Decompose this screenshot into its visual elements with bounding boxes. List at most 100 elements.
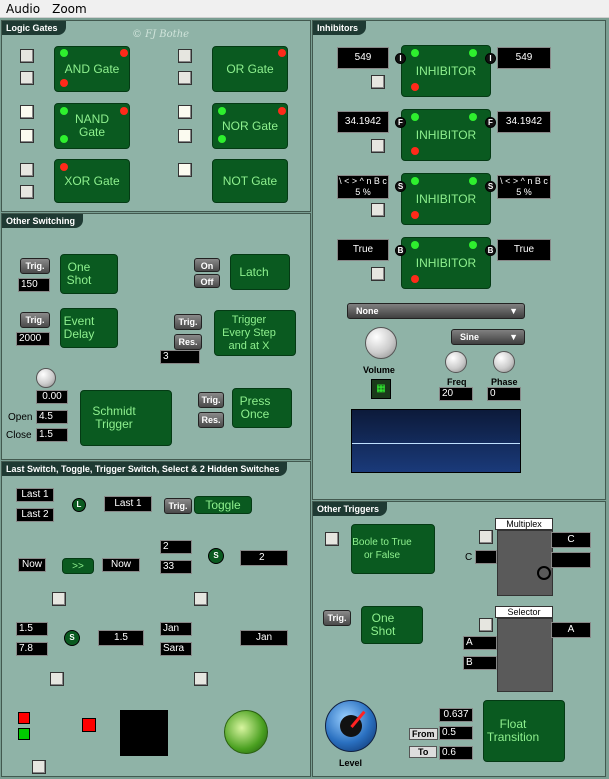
input-toggle[interactable] (20, 105, 34, 119)
freq-value[interactable]: 20 (439, 387, 473, 401)
press-once-block[interactable]: Press Once (232, 388, 292, 428)
menu-zoom[interactable]: Zoom (52, 1, 87, 16)
multiplex-input[interactable] (475, 550, 497, 564)
last-input-1[interactable]: Last 1 (16, 488, 54, 502)
port[interactable]: F (395, 117, 406, 128)
port[interactable]: S (485, 181, 496, 192)
reset-button[interactable]: Res. (174, 334, 202, 350)
trigger-button[interactable]: Trig. (174, 314, 202, 330)
trigger-button[interactable]: Trig. (164, 498, 192, 514)
latch-off-button[interactable]: Off (194, 274, 220, 288)
level-dial[interactable] (325, 700, 377, 752)
input-toggle[interactable] (20, 71, 34, 85)
reset-button[interactable]: Res. (198, 412, 224, 428)
select-string-2[interactable]: Sara (160, 642, 192, 656)
input-toggle[interactable] (20, 129, 34, 143)
xor-gate[interactable]: XOR Gate (54, 159, 130, 203)
select-node[interactable]: S (208, 548, 224, 564)
select-input-2[interactable]: 33 (160, 560, 192, 574)
waveform-source-dropdown[interactable]: None▼ (347, 303, 525, 319)
multiplex-toggle[interactable] (479, 530, 493, 544)
or-gate[interactable]: OR Gate (212, 46, 288, 92)
trigger-switch-block[interactable]: >> (62, 558, 94, 574)
from-value[interactable]: 0.5 (439, 726, 473, 740)
event-delay-block[interactable]: Event Delay (60, 308, 118, 348)
phase-value[interactable]: 0 (487, 387, 521, 401)
input-toggle[interactable] (20, 163, 34, 177)
inhibitor-input[interactable]: 34.1942 (337, 111, 389, 133)
schmidt-value: 0.00 (36, 390, 68, 404)
freq-knob[interactable] (445, 351, 467, 373)
select-float-2[interactable]: 7.8 (16, 642, 48, 656)
trigger-button[interactable]: Trig. (323, 610, 351, 626)
trigger-every-step-block[interactable]: Trigger Every Step and at X (214, 310, 296, 356)
trigger-switch-input[interactable]: Now (18, 558, 46, 572)
one-shot-block[interactable]: One Shot (361, 606, 423, 644)
close-threshold[interactable]: 1.5 (36, 428, 68, 442)
last-input-2[interactable]: Last 2 (16, 508, 54, 522)
port[interactable]: S (395, 181, 406, 192)
boole-toggle[interactable] (325, 532, 339, 546)
port[interactable]: B (395, 245, 406, 256)
trigger-button[interactable]: Trig. (198, 392, 224, 408)
input-toggle[interactable] (20, 49, 34, 63)
selector-toggle[interactable] (479, 618, 493, 632)
to-value[interactable]: 0.6 (439, 746, 473, 760)
port[interactable]: F (485, 117, 496, 128)
input-toggle[interactable] (178, 163, 192, 177)
menu-audio[interactable]: Audio (6, 1, 41, 16)
input-toggle[interactable] (20, 185, 34, 199)
not-gate[interactable]: NOT Gate (212, 159, 288, 203)
select-toggle[interactable] (194, 672, 208, 686)
input-toggle[interactable] (178, 129, 192, 143)
port[interactable]: B (485, 245, 496, 256)
trigger-button[interactable]: Trig. (20, 312, 50, 328)
trigger-button[interactable]: Trig. (20, 258, 50, 274)
schmidt-trigger-block[interactable]: Schmidt Trigger (80, 390, 172, 446)
multiplex-output: C (551, 532, 591, 548)
select-input-1[interactable]: 2 (160, 540, 192, 554)
boole-block[interactable]: Boole to True or False (351, 524, 435, 574)
waveform-type-dropdown[interactable]: Sine▼ (451, 329, 525, 345)
select-toggle[interactable] (194, 592, 208, 606)
open-threshold[interactable]: 4.5 (36, 410, 68, 424)
last-switch-node[interactable]: L (72, 498, 86, 512)
select-float-1[interactable]: 1.5 (16, 622, 48, 636)
event-delay-time[interactable]: 2000 (16, 332, 50, 346)
select-toggle[interactable] (50, 672, 64, 686)
port[interactable]: I (485, 53, 496, 64)
volume-knob[interactable] (365, 327, 397, 359)
dropdown-value: None (356, 306, 379, 316)
inhibit-toggle[interactable] (371, 139, 385, 153)
one-shot-duration[interactable]: 150 (18, 278, 50, 292)
one-shot-block[interactable]: One Shot (60, 254, 118, 294)
level-label: Level (339, 758, 363, 768)
inhibitor-input[interactable]: True (337, 239, 389, 261)
latch-on-button[interactable]: On (194, 258, 220, 272)
inhibit-toggle[interactable] (371, 267, 385, 281)
inhibit-toggle[interactable] (371, 75, 385, 89)
select-float-node[interactable]: S (64, 630, 80, 646)
toggle-block[interactable]: Toggle (194, 496, 252, 514)
inhibitor-input[interactable]: 549 (337, 47, 389, 69)
float-transition-block[interactable]: Float Transition (483, 700, 565, 762)
float-transition-value: 0.637 (439, 708, 473, 722)
step-count[interactable]: 3 (160, 350, 200, 364)
hidden-switch-toggle[interactable] (32, 760, 46, 774)
volume-label: Volume (363, 365, 395, 375)
selector-input-a[interactable]: A (463, 636, 497, 650)
input-toggle[interactable] (178, 49, 192, 63)
inhibit-toggle[interactable] (371, 203, 385, 217)
select-string-1[interactable]: Jan (160, 622, 192, 636)
port[interactable]: I (395, 53, 406, 64)
input-toggle[interactable] (178, 105, 192, 119)
inhibitor-input[interactable]: \ < > ^ n B c 5 % (337, 175, 389, 199)
latch-block[interactable]: Latch (230, 254, 290, 290)
input-toggle[interactable] (178, 71, 192, 85)
led (411, 113, 419, 121)
schmidt-knob[interactable] (36, 368, 56, 388)
switch-toggle[interactable] (52, 592, 66, 606)
selector-input-b[interactable]: B (463, 656, 497, 670)
phase-knob[interactable] (493, 351, 515, 373)
speaker-icon[interactable]: ▦ (371, 379, 391, 399)
